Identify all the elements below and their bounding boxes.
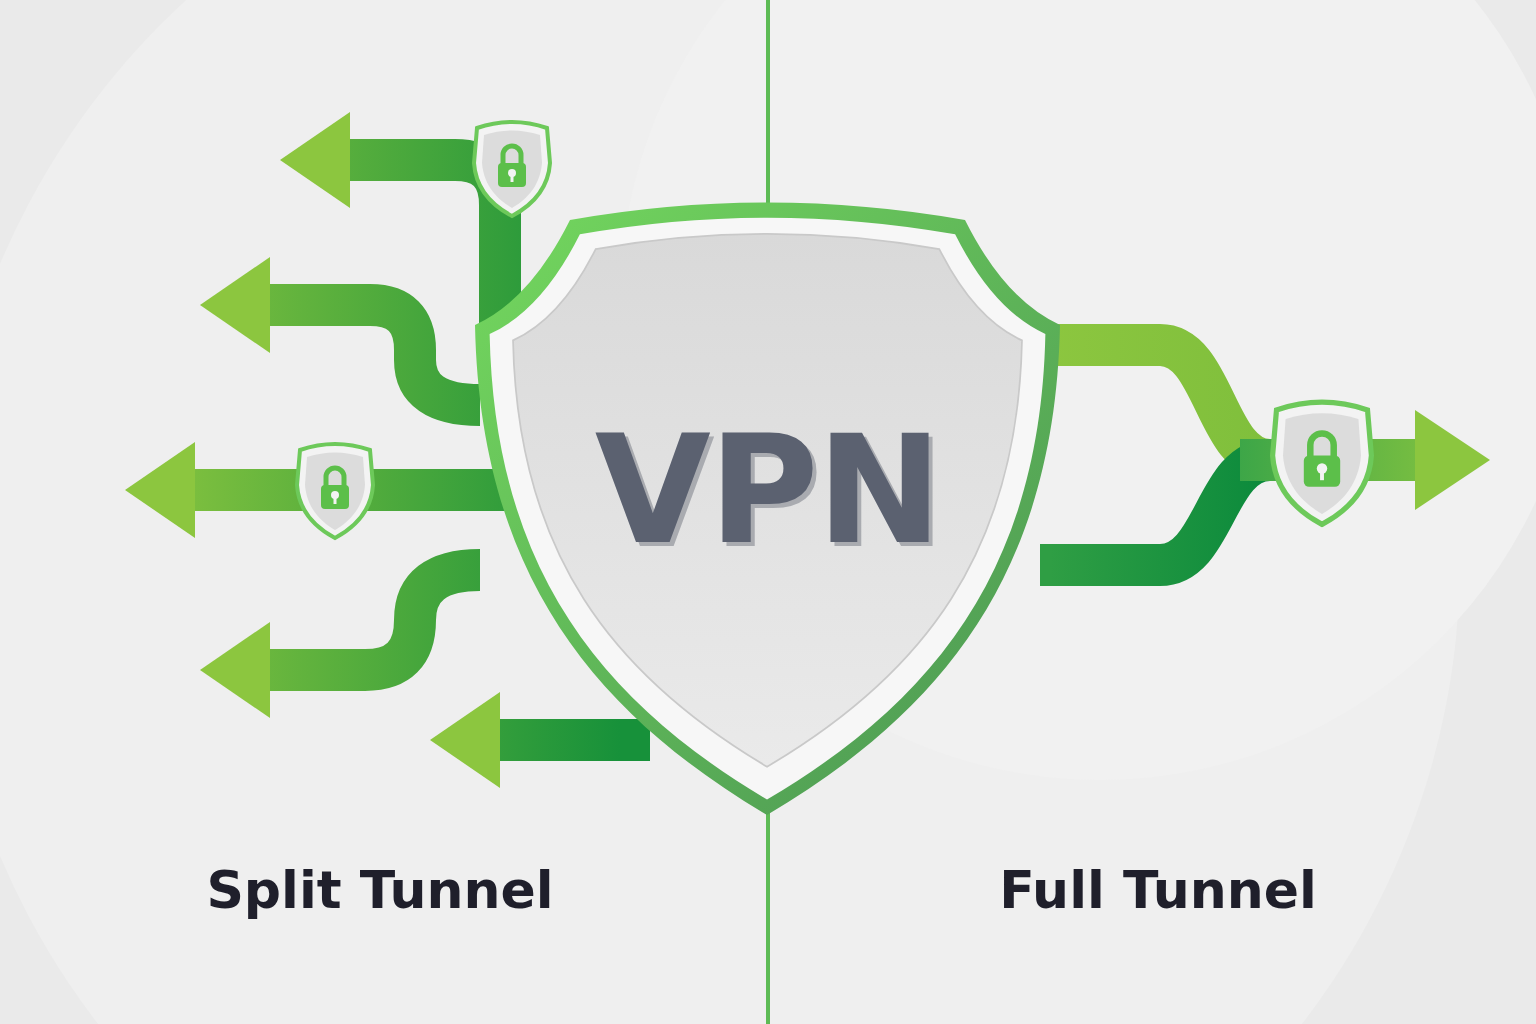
section-label: Split Tunnel [206, 860, 553, 920]
arrow-head [200, 257, 270, 353]
arrow-head [200, 622, 270, 718]
pipe [1040, 460, 1270, 565]
lock-badge [1273, 402, 1372, 524]
full-tunnel-pipes [1040, 345, 1425, 565]
arrow-head [280, 112, 350, 208]
arrow-shaft [260, 570, 480, 670]
arrow-head [430, 692, 500, 788]
lock-badge [297, 444, 373, 538]
arrow-shaft [490, 719, 650, 761]
section-label: Full Tunnel [999, 860, 1317, 920]
lock-badge [474, 122, 550, 216]
arrow-head [1415, 410, 1490, 510]
pipe [1040, 345, 1270, 460]
shield-title: VPN [465, 400, 1070, 580]
vpn-shield: VPN [465, 190, 1070, 820]
arrow-shaft [260, 305, 480, 405]
arrow-head [125, 442, 195, 538]
split-tunnel-heads [125, 112, 500, 788]
